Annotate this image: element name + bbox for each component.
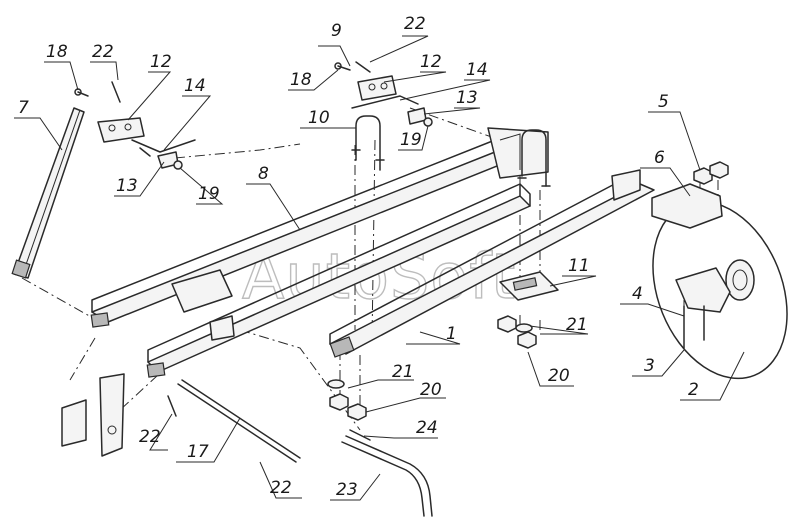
callout-3: 3 [644,356,655,376]
callout-20: 20 [548,366,570,386]
assembly-lines [21,107,719,431]
callout-7: 7 [18,98,29,118]
part-23-handle-rod [341,429,433,517]
callout-17: 17 [187,442,209,462]
callout-21: 21 [566,315,588,335]
callout-9: 9 [331,21,342,41]
callout-8: 8 [258,164,269,184]
callout-11: 11 [568,256,590,276]
callout-4: 4 [632,284,643,304]
callout-21-lower: 21 [392,362,414,382]
part-8-frame-rail [90,127,549,378]
callout-13-upper: 13 [456,88,478,108]
callout-18: 18 [46,42,68,62]
callout-22-upper: 22 [404,14,426,34]
left-bracket-assembly [74,81,196,170]
callout-22: 22 [92,42,114,62]
callout-12-upper: 12 [420,52,442,72]
callout-24: 24 [416,418,438,438]
callout-23: 23 [336,480,358,500]
callout-22-bottom: 22 [270,478,292,498]
fasteners [327,161,729,421]
callout-2: 2 [688,380,699,400]
callout-19: 19 [198,184,220,204]
callout-10: 10 [308,108,330,128]
callout-13: 13 [116,176,138,196]
callout-20-lower: 20 [420,380,442,400]
callout-19-upper: 19 [400,130,422,150]
callout-14: 14 [184,76,206,96]
callout-labels: 18 22 12 14 7 13 19 9 22 12 18 14 13 10 … [14,14,745,501]
callout-18-upper: 18 [290,70,312,90]
callout-5: 5 [658,92,669,112]
part-10-u-bolts [351,115,551,187]
callout-14-upper: 14 [466,60,488,80]
callout-6: 6 [654,148,665,168]
part-2-wheel-disc [651,183,788,380]
part-7-upright-bar [11,107,85,279]
upper-bracket-assembly [334,61,433,127]
lower-left-bracket [61,373,125,457]
part-11-plate [499,271,559,301]
part-1-axle-beam [329,169,655,358]
callout-1: 1 [446,324,457,344]
callout-22-left: 22 [139,427,161,447]
callout-12: 12 [150,52,172,72]
